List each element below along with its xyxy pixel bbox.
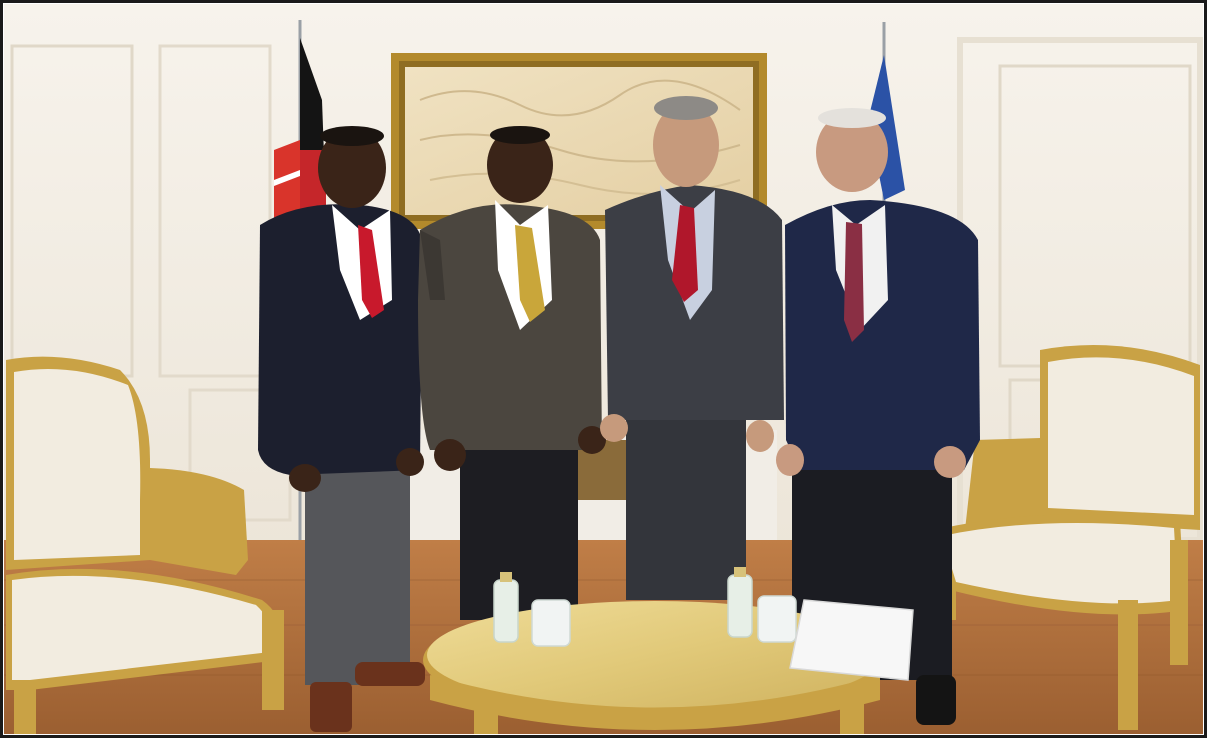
person-3 xyxy=(600,96,784,600)
white-folder xyxy=(789,599,914,681)
person-1 xyxy=(258,126,425,732)
water-bottle-right xyxy=(727,567,753,638)
glass-left xyxy=(531,599,571,647)
water-bottle-left xyxy=(493,572,519,643)
armchair-right xyxy=(935,345,1200,730)
armchair-left xyxy=(6,356,284,734)
glass-right xyxy=(757,595,797,643)
person-2 xyxy=(418,126,606,620)
